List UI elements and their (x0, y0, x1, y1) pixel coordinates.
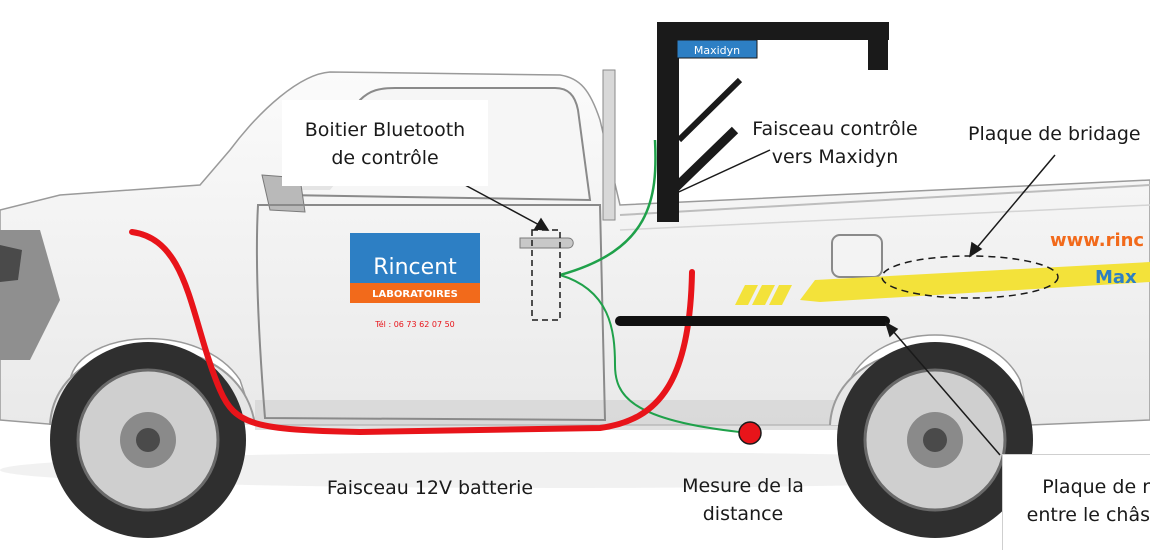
leader-lines (464, 149, 1056, 456)
label-distance-measure-line2: distance (702, 503, 784, 525)
front-wheel (50, 342, 246, 538)
label-harness-maxidyn: Faisceau contrôle vers Maxidyn (735, 115, 935, 171)
label-clamp-plate: Plaque de bridage (968, 120, 1141, 148)
label-chassis-plate: Plaque de r entre le châs (1002, 454, 1150, 550)
control-harness-branch (559, 274, 741, 433)
distance-sensor (738, 421, 762, 445)
logo-brand-text: Rincent (373, 255, 457, 280)
logo-banner-text: LABORATOIRES (372, 289, 458, 300)
crane-strut (664, 126, 739, 199)
label-bluetooth-box-line2: de contrôle (331, 147, 439, 169)
label-harness-maxidyn-line1: Faisceau contrôle (752, 118, 918, 140)
label-bluetooth-box-line1: Boitier Bluetooth (304, 119, 466, 141)
label-chassis-plate-line1: Plaque de r (1042, 476, 1150, 498)
website-text: www.rinc (1050, 230, 1144, 251)
rincent-logo: Rincent LABORATOIRES Tél : 06 73 62 07 5… (350, 233, 480, 329)
logo-phone-text: Tél : 06 73 62 07 50 (374, 319, 455, 329)
rear-wheel (837, 342, 1033, 538)
label-harness-12v: Faisceau 12V batterie (305, 474, 555, 502)
lower-skirt (255, 400, 840, 430)
label-harness-maxidyn-line2: vers Maxidyn (771, 146, 899, 168)
front-grille (0, 245, 22, 282)
door-outline (255, 204, 607, 422)
door-handle (519, 237, 574, 249)
control-harness (559, 139, 657, 277)
label-bluetooth-box: Boitier Bluetooth de contrôle (282, 100, 488, 186)
maxidyn-crane: Maxidyn (657, 22, 889, 222)
bed-rail-lower (619, 204, 1150, 231)
side-text: Max (1095, 267, 1137, 288)
label-distance-measure-line1: Mesure de la (682, 475, 804, 497)
label-distance-measure: Mesure de la distance (668, 472, 818, 528)
fuel-cap (831, 234, 883, 278)
label-clamp-plate-line1: Plaque de bridage (968, 123, 1141, 145)
bed-rail (619, 184, 1150, 216)
yellow-stripe (735, 262, 1150, 305)
b-pillar (602, 69, 616, 221)
battery-harness (129, 229, 695, 436)
label-chassis-plate-line2: entre le châs (1026, 504, 1150, 526)
crane-logo-text: Maxidyn (694, 44, 740, 57)
label-harness-12v-line1: Faisceau 12V batterie (326, 477, 534, 499)
